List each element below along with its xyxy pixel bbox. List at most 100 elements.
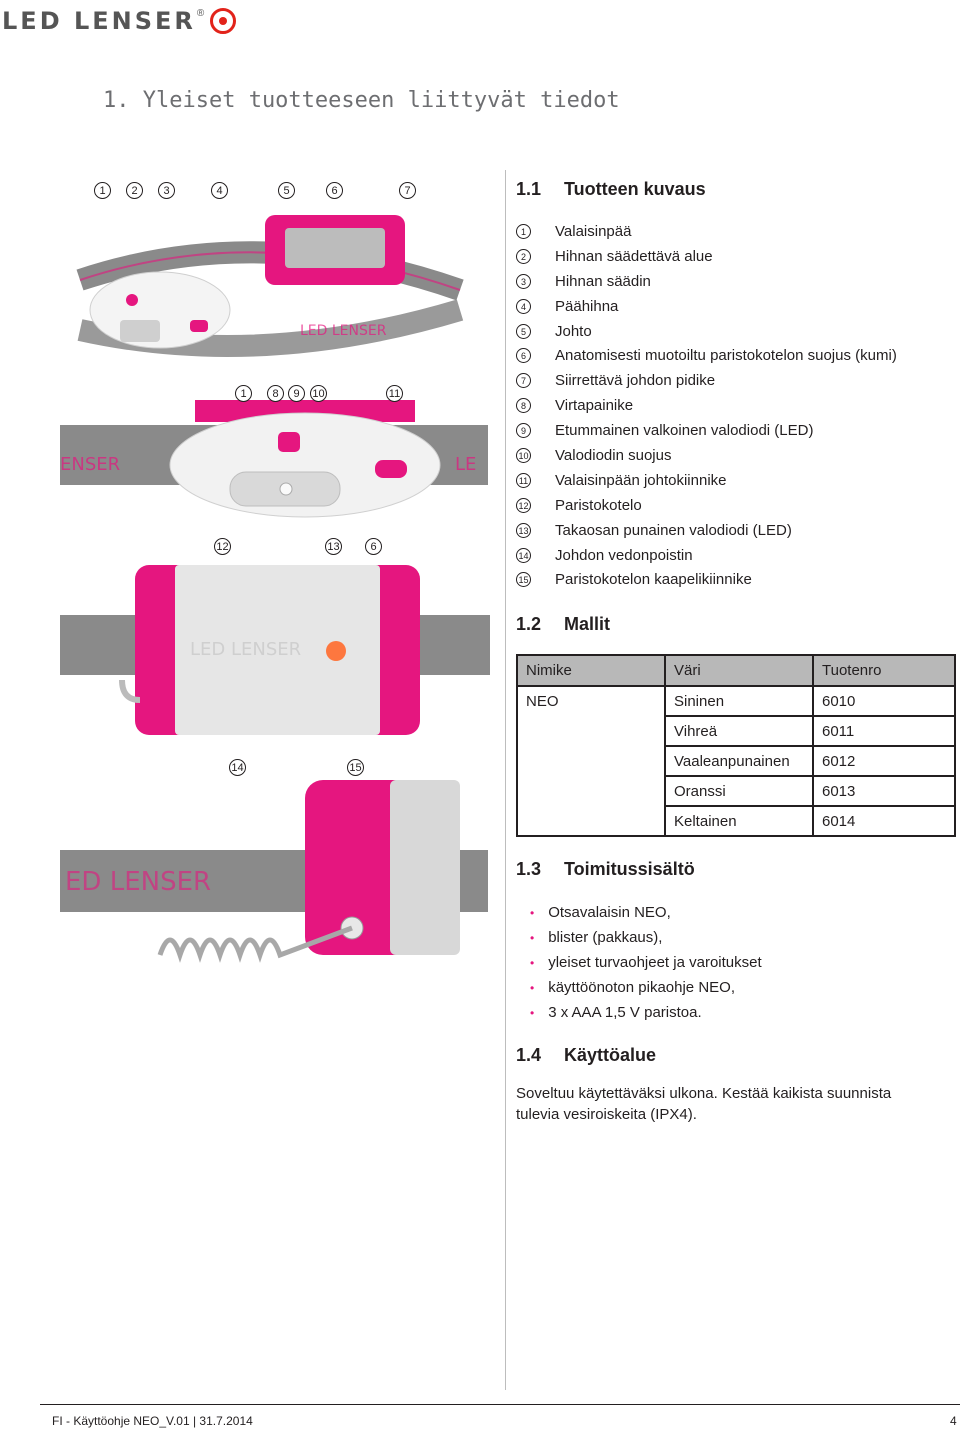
code-cell: 6013 [812, 775, 956, 807]
section-1-3-number: 1.3 [516, 859, 542, 879]
color-cell: Vihreä [664, 715, 814, 747]
legend-label: Valaisinpää [555, 222, 632, 240]
legend-item: 4 Päähihna [516, 294, 897, 319]
cable-illustration: ED LENSER [60, 780, 488, 963]
section-1-3-title: Toimitussisältö [564, 859, 695, 879]
code-cell: 6010 [812, 685, 956, 717]
header-code: Tuotenro [812, 654, 956, 687]
cable-photo: ED LENSER [60, 770, 488, 992]
section-1-3-heading: 1.3 Toimitussisältö [516, 859, 695, 880]
callout-14: 14 [229, 759, 246, 776]
battery-box-illustration: LED LENSER [60, 565, 490, 735]
callout-1: 1 [94, 182, 111, 199]
table-row: Oranssi 6013 [517, 775, 956, 807]
callout-8: 8 [267, 385, 284, 402]
code-cell: 6014 [812, 805, 956, 837]
callout-6b: 6 [365, 538, 382, 555]
usage-text: Soveltuu käytettäväksi ulkona. Kestää ka… [516, 1085, 892, 1123]
color-cell: Keltainen [664, 805, 814, 837]
list-item: 3 x AAA 1,5 V paristoa. [530, 1000, 762, 1025]
list-item: blister (pakkaus), [530, 925, 762, 950]
model-name-cell: NEO [516, 685, 666, 837]
legend-number: 10 [516, 447, 531, 463]
table-header-row: Nimike Väri Tuotenro [516, 654, 956, 687]
table-row: Vihreä 6011 [517, 715, 956, 747]
legend-item: 7 Siirrettävä johdon pidike [516, 368, 897, 393]
page-title: 1. Yleiset tuotteeseen liittyvät tiedot [103, 88, 620, 113]
callout-15: 15 [347, 759, 364, 776]
list-item: käyttöönoton pikaohje NEO, [530, 975, 762, 1000]
legend-label: Siirrettävä johdon pidike [555, 372, 716, 390]
list-item: Otsavalaisin NEO, [530, 900, 762, 925]
legend-label: Valaisinpään johtokiinnike [555, 471, 727, 489]
legend-number: 8 [516, 398, 531, 414]
color-cell: Vaaleanpunainen [664, 745, 814, 777]
legend-number: 2 [516, 248, 531, 264]
section-1-1-number: 1.1 [516, 179, 542, 199]
legend-number: 7 [516, 373, 531, 389]
list-item: yleiset turvaohjeet ja varoitukset [530, 950, 761, 975]
legend-number: 9 [516, 423, 531, 439]
svg-text:ENSER: ENSER [60, 454, 120, 475]
section-1-1-title: Tuotteen kuvaus [564, 179, 706, 199]
legend-number: 5 [516, 323, 531, 339]
brand-logo: LED LENSER ® [2, 4, 237, 38]
callout-1b: 1 [235, 385, 252, 402]
color-cell: Sininen [664, 685, 814, 717]
legend-label: Hihnan säädin [555, 272, 651, 290]
callout-3: 3 [158, 182, 175, 199]
svg-text:LE: LE [455, 454, 476, 475]
logo-circle-icon [210, 8, 237, 34]
legend-label: Johdon vedonpoistin [555, 546, 693, 564]
legend-item: 14 Johdon vedonpoistin [516, 543, 897, 568]
table-row: Vaaleanpunainen 6012 [517, 745, 956, 777]
footer-document-info: FI - Käyttöohje NEO_V.01 | 31.7.2014 [52, 1414, 253, 1428]
delivery-contents-list: Otsavalaisin NEO, blister (pakkaus), yle… [530, 900, 762, 1025]
footer-divider [40, 1404, 960, 1405]
lamp-front-illustration: ENSER LE [60, 400, 488, 518]
legend-number: 1 [516, 223, 531, 239]
svg-text:ED LENSER: ED LENSER [65, 867, 211, 897]
callout-13: 13 [325, 538, 342, 555]
callout-7: 7 [399, 182, 416, 199]
headlamp-overview-illustration: LED LENSER [76, 215, 464, 357]
legend-number: 6 [516, 348, 531, 364]
callout-4: 4 [211, 182, 228, 199]
code-cell: 6011 [812, 715, 956, 747]
legend-item: 3 Hihnan säädin [516, 269, 897, 294]
legend-number: 14 [516, 547, 531, 563]
callout-2: 2 [126, 182, 143, 199]
header-name: Nimike [516, 654, 666, 687]
legend-number: 4 [516, 298, 531, 314]
legend-label: Päähihna [555, 297, 619, 315]
legend-number: 3 [516, 273, 531, 289]
headlamp-photo-overview: LED LENSER [60, 200, 480, 360]
header-color: Väri [664, 654, 814, 687]
table-row: Keltainen 6014 [517, 805, 956, 837]
legend-number: 12 [516, 497, 531, 513]
legend-number: 15 [516, 572, 531, 588]
callout-12: 12 [214, 538, 231, 555]
page-number: 4 [950, 1414, 957, 1428]
models-table: Nimike Väri Tuotenro NEO Sininen 6010 Vi… [516, 654, 956, 837]
section-1-4-number: 1.4 [516, 1045, 542, 1065]
column-divider [505, 170, 506, 1390]
callout-5: 5 [278, 182, 295, 199]
svg-text:LED LENSER: LED LENSER [300, 323, 387, 339]
color-cell: Oranssi [664, 775, 814, 807]
logo-registered-mark: ® [196, 7, 205, 19]
battery-box-photo: LED LENSER [60, 560, 490, 740]
svg-text:LED LENSER: LED LENSER [190, 639, 301, 660]
